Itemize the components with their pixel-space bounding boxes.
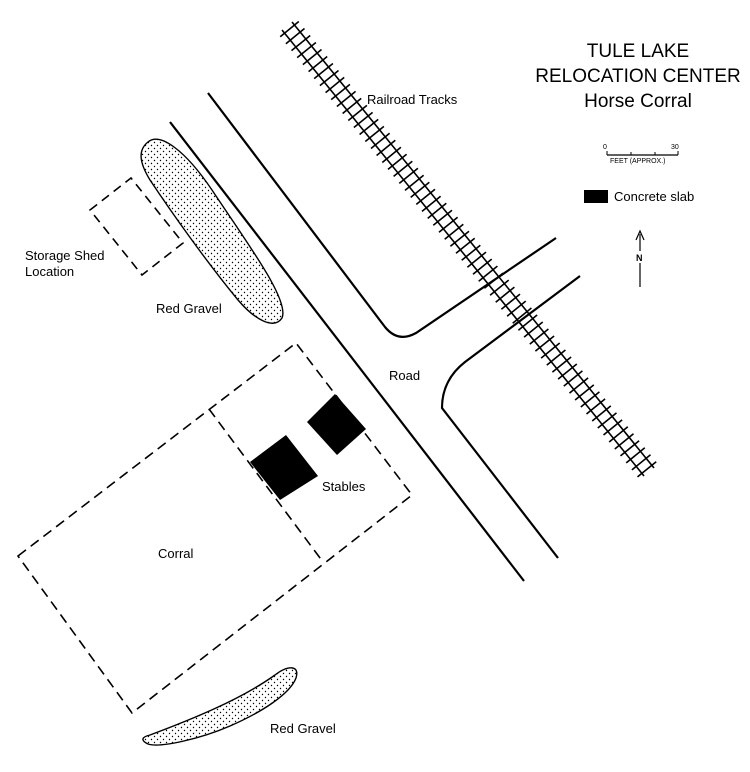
railroad-tie — [614, 433, 635, 450]
railroad-tie — [529, 328, 549, 345]
railroad-tie — [387, 153, 408, 171]
railroad-tie — [495, 286, 515, 303]
railroad-tie — [421, 195, 442, 213]
railroad-tie — [313, 62, 334, 80]
railroad-tie — [359, 118, 379, 136]
railroad-tie — [580, 391, 600, 408]
railroad-tie — [370, 132, 391, 150]
railroad-tie — [602, 419, 623, 436]
railroad-tie — [432, 209, 453, 226]
railroad-label: Railroad Tracks — [367, 92, 458, 107]
railroad-tie — [330, 83, 351, 101]
railroad-tie — [546, 349, 566, 366]
railroad-tie — [478, 265, 498, 282]
railroad-tie — [517, 314, 538, 331]
railroad-tie — [336, 90, 357, 108]
railroad-tie — [455, 237, 476, 254]
legend-swatch — [584, 190, 608, 203]
railroad-tie — [427, 202, 447, 220]
railroad-tie — [563, 370, 583, 387]
railroad-tie — [410, 181, 430, 199]
scale-bar: 0 30 FEET (APPROX.) — [603, 144, 679, 165]
railroad-tie — [574, 384, 595, 401]
stables-label: Stables — [322, 479, 366, 494]
railroad-tie — [398, 167, 419, 185]
scale-unit: FEET (APPROX.) — [610, 158, 666, 165]
railroad-tie — [489, 279, 510, 296]
railroad-tie — [290, 34, 311, 52]
north-arrow-icon — [635, 229, 645, 241]
railroad-tie — [347, 104, 368, 122]
railroad-tie — [466, 251, 487, 268]
legend: Concrete slab — [584, 189, 694, 204]
railroad-tie — [619, 440, 640, 457]
railroad-tie — [506, 300, 527, 317]
railroad-tie — [415, 188, 436, 206]
legend-concrete-slab-label: Concrete slab — [614, 189, 694, 204]
railroad-tie — [591, 405, 612, 422]
scale-max: 30 — [671, 144, 679, 151]
railroad-tie — [279, 20, 300, 38]
railroad-tie — [308, 55, 328, 73]
road — [169, 92, 581, 582]
railroad-tie — [449, 230, 470, 247]
north-label: N — [636, 253, 643, 263]
railroad-tie — [636, 461, 657, 478]
railroad-tie — [438, 216, 459, 233]
red-gravel-bottom-label: Red Gravel — [270, 721, 336, 736]
storage-shed-outline — [88, 176, 185, 277]
railroad-tie — [302, 48, 323, 66]
railroad-tie — [319, 69, 340, 87]
scale-min: 0 — [603, 144, 607, 151]
railroad-tie — [597, 412, 618, 429]
railroad-tie — [534, 335, 555, 352]
red-gravel-top-label: Red Gravel — [156, 301, 222, 316]
railroad-tie — [551, 356, 572, 373]
railroad-tie — [461, 244, 481, 261]
map-title-line1: TULE LAKE — [587, 41, 689, 62]
north-arrow: N — [634, 229, 646, 287]
railroad-tie — [568, 377, 589, 394]
concrete-slab-1 — [250, 435, 318, 500]
railroad-tie — [631, 454, 652, 471]
corral-stables-outline — [16, 341, 414, 715]
railroad-tie — [523, 321, 544, 338]
concrete-slab-2 — [307, 394, 366, 455]
corral-label: Corral — [158, 546, 194, 561]
railroad-tie — [364, 125, 385, 143]
railroad-tie — [608, 426, 629, 443]
railroad-tie — [325, 76, 345, 94]
railroad-tie — [557, 363, 578, 380]
storage-shed-label-line2: Location — [25, 264, 74, 279]
railroad-tie — [472, 258, 493, 275]
storage-shed-label: Storage Shed — [25, 248, 105, 263]
railroad-tie — [393, 160, 413, 178]
railroad-tie — [376, 139, 396, 157]
railroad-tie — [444, 223, 464, 240]
railroad-tie — [285, 27, 306, 45]
map-title-line2: RELOCATION CENTER — [535, 66, 741, 87]
railroad-tie — [512, 307, 532, 324]
road-label: Road — [389, 368, 420, 383]
railroad-tie — [381, 146, 402, 164]
railroad-tie — [353, 111, 374, 129]
railroad-tie — [625, 447, 646, 464]
railroad-tie — [500, 293, 521, 310]
map-title-line3: Horse Corral — [584, 91, 692, 112]
railroad-tie — [585, 398, 606, 415]
railroad-tie — [540, 342, 561, 359]
railroad-tie — [404, 174, 425, 192]
railroad-tie — [342, 97, 362, 115]
red-gravel-bottom — [142, 667, 298, 746]
red-gravel-top — [140, 138, 284, 324]
railroad-tie — [296, 41, 317, 59]
